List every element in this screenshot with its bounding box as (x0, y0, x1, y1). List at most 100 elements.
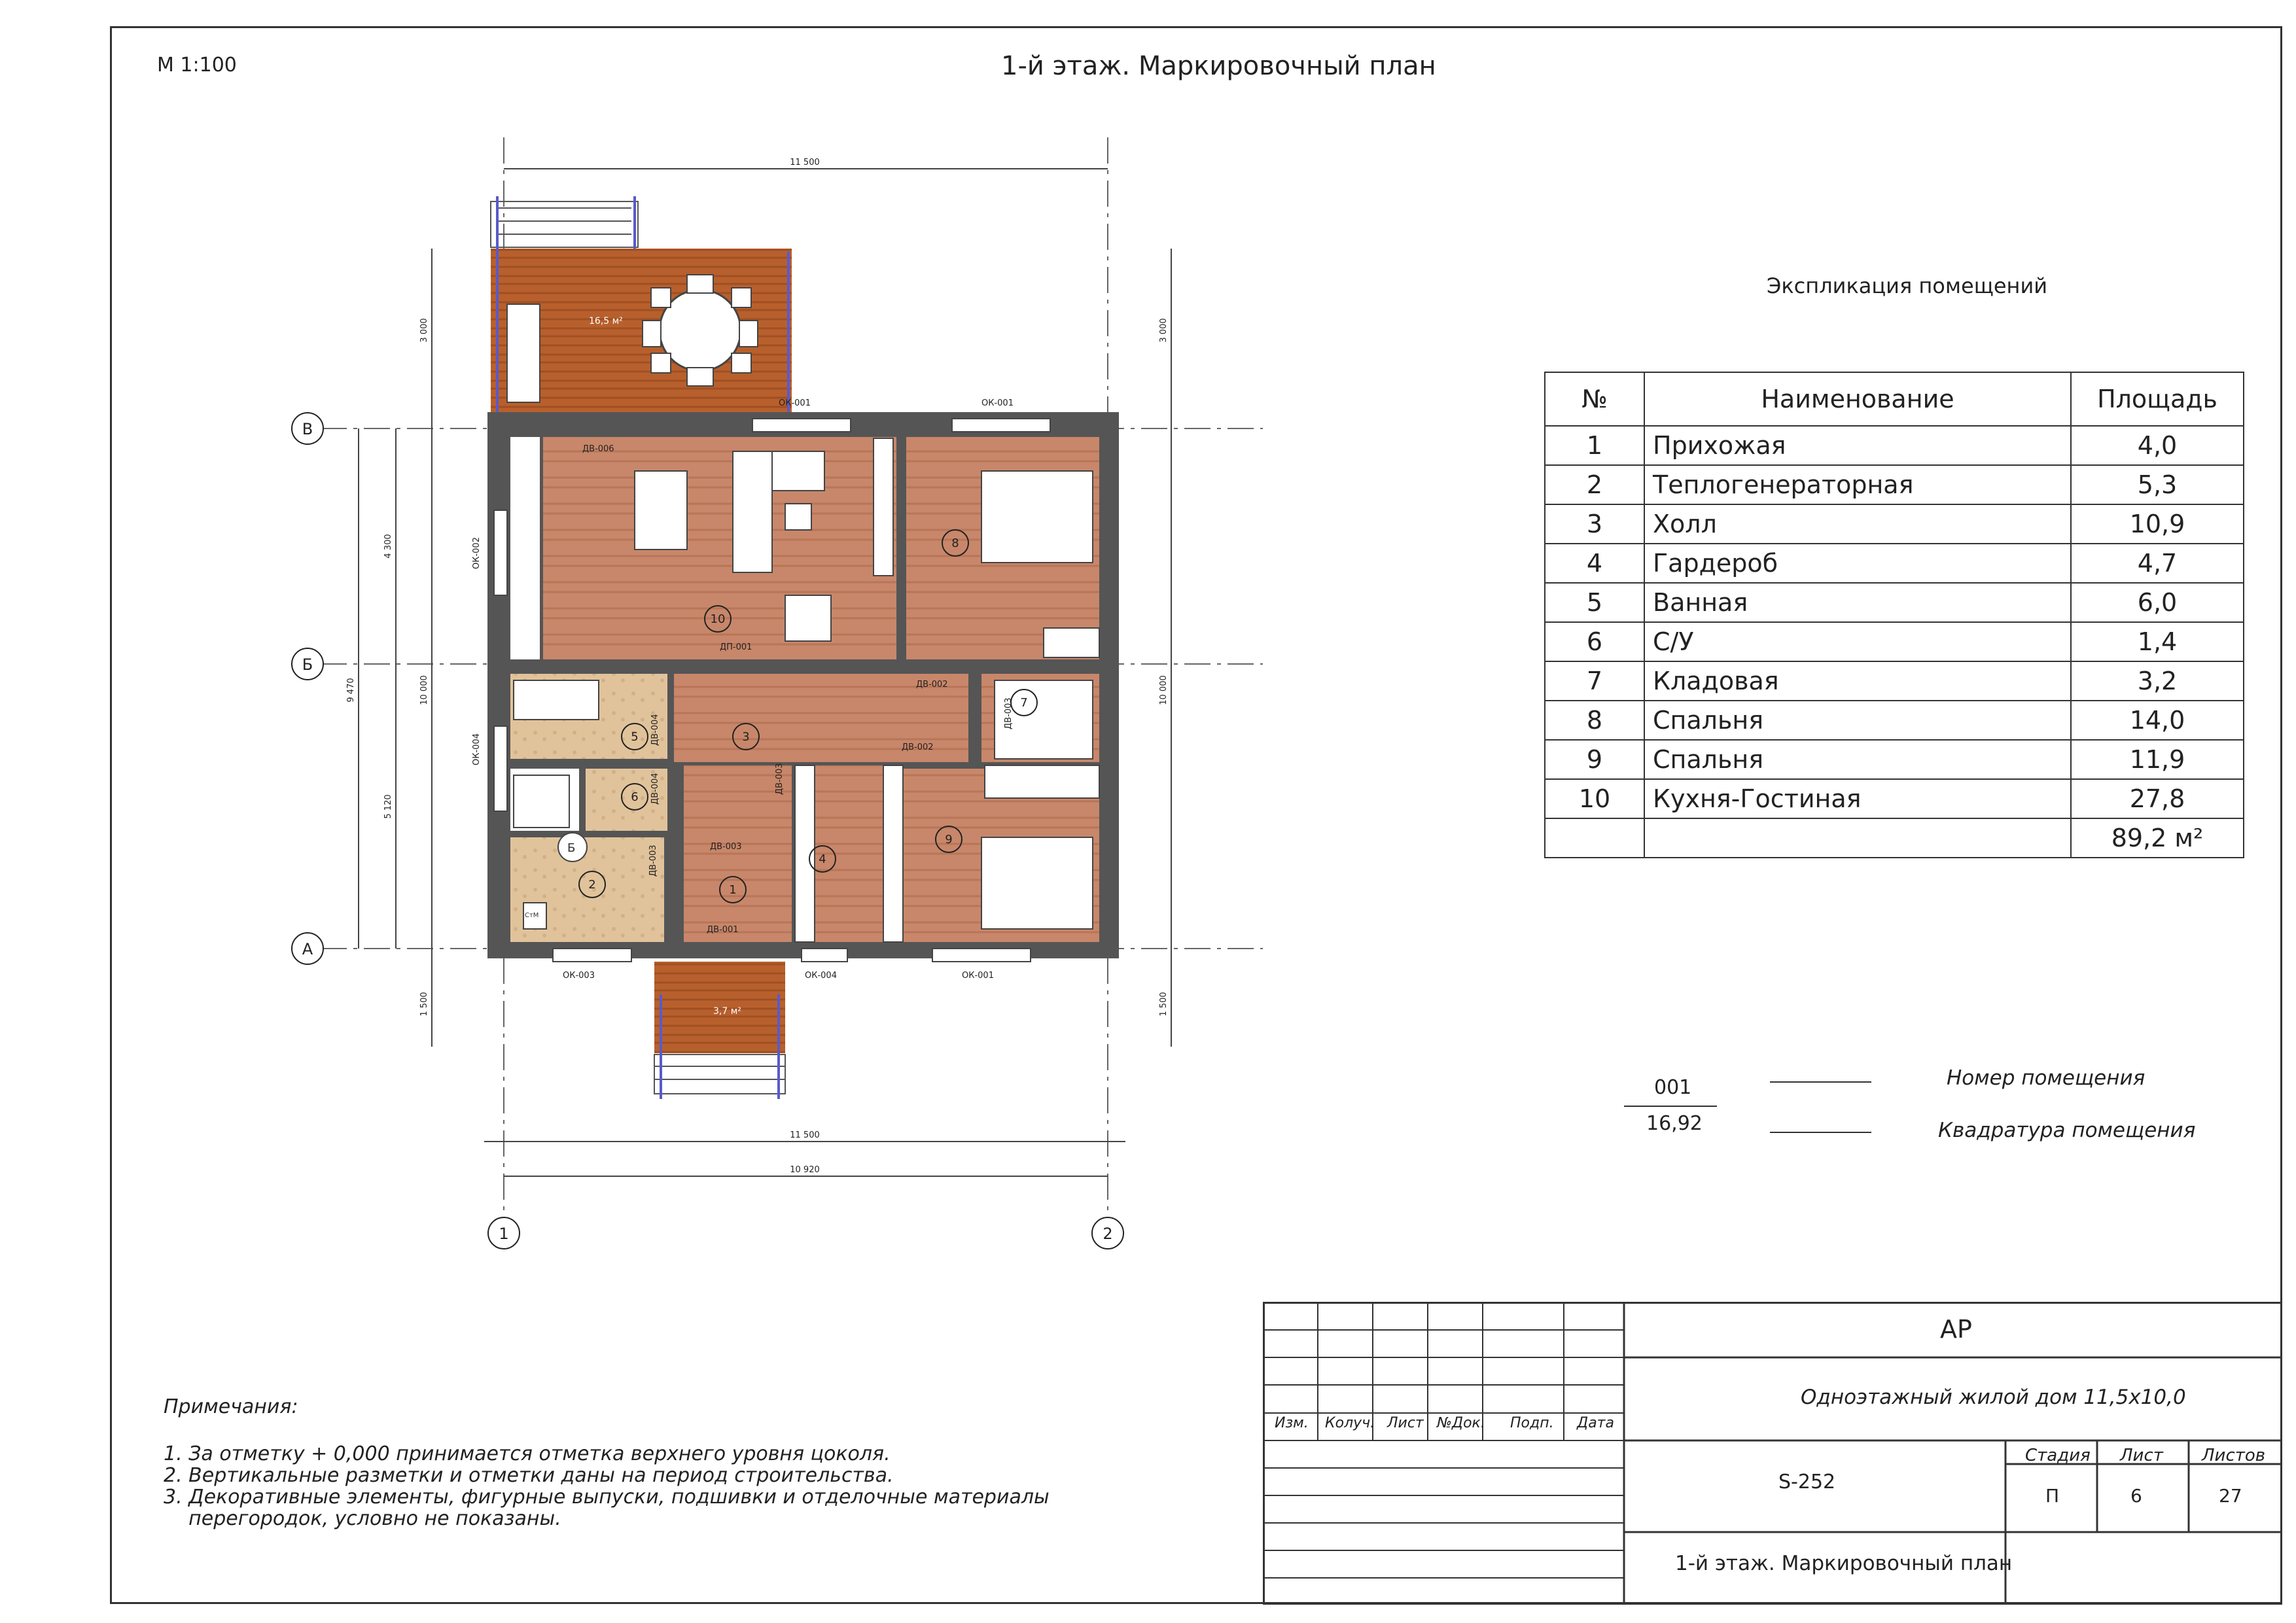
row-name: С/У (1644, 621, 2072, 662)
header-num: № (1544, 372, 1645, 427)
opening-ok004-left: ОК-004 (472, 733, 482, 765)
title-block (1263, 1302, 2282, 1605)
row-name: Спальня (1644, 739, 2072, 780)
row-num: 9 (1544, 739, 1645, 780)
room-number-6: 6 (631, 790, 638, 804)
opening-dv003-d: ДВ-003 (1004, 697, 1014, 729)
dim-right-porch: 1 500 (1159, 992, 1169, 1016)
row-area: 4,7 (2070, 543, 2244, 584)
dim-top-overall: 11 500 (790, 158, 820, 167)
row-name: Кладовая (1644, 661, 2072, 701)
note-item: 3. Декоративные элементы, фигурные выпус… (164, 1486, 1050, 1509)
explication-title: Экспликация помещений (1767, 273, 2048, 298)
axis-b: Б (302, 655, 313, 674)
room-number-3: 3 (742, 730, 749, 744)
scale-label: М 1:100 (157, 54, 237, 77)
dim-right-total: 10 000 (1159, 675, 1169, 705)
stamp-col-koluch: Колуч. (1325, 1415, 1375, 1431)
row-name: Спальня (1644, 700, 2072, 741)
row-name: Теплогенераторная (1644, 464, 2072, 505)
porch-area: 3,7 м² (713, 1006, 741, 1017)
row-num: 2 (1544, 464, 1645, 505)
room-number-5: 5 (631, 730, 638, 744)
opening-dv001: ДВ-001 (707, 925, 739, 935)
axis-2: 2 (1103, 1225, 1112, 1243)
drawing-frame (110, 26, 2282, 1604)
dim-bottom-overall: 11 500 (790, 1130, 820, 1140)
opening-dv003-c: ДВ-003 (775, 763, 785, 795)
stamp-sheets-label: Листов (2202, 1446, 2266, 1465)
opening-ok003: ОК-003 (563, 971, 595, 981)
stamp-col-sign: Подп. (1510, 1415, 1554, 1431)
stamp-col-izm: Изм. (1275, 1415, 1309, 1431)
opening-dv004-b: ДВ-004 (650, 773, 660, 805)
note-item: 1. За отметку + 0,000 принимается отметк… (164, 1442, 891, 1465)
row-area: 5,3 (2070, 464, 2244, 505)
row-area: 11,9 (2070, 739, 2244, 780)
stamp-sheet-title: 1-й этаж. Маркировочный план (1675, 1552, 2013, 1575)
row-area: 6,0 (2070, 582, 2244, 623)
row-name: Холл (1644, 504, 2072, 544)
room-number-8: 8 (951, 536, 959, 550)
floor-plan: 16,5 м² 3,7 м² (291, 137, 1263, 1249)
terrace-area: 16,5 м² (589, 316, 623, 326)
legend-number-example: 001 (1654, 1076, 1692, 1099)
row-name: Гардероб (1644, 543, 2072, 584)
dim-left-terrace: 3 000 (419, 318, 429, 342)
row-num: 7 (1544, 661, 1645, 701)
opening-dv002-b: ДВ-002 (902, 742, 934, 752)
legend-fraction-line (1624, 1106, 1717, 1107)
opening-ok001-c: ОК-001 (962, 971, 994, 981)
stamp-col-list: Лист (1387, 1415, 1424, 1431)
room-number-9: 9 (945, 833, 952, 846)
legend-leader-line (1770, 1081, 1871, 1083)
boiler-mark: Б (567, 841, 575, 855)
stamp-sheet-label: Лист (2120, 1446, 2163, 1465)
row-area: 27,8 (2070, 778, 2244, 819)
row-area: 3,2 (2070, 661, 2244, 701)
row-num: 6 (1544, 621, 1645, 662)
row-num: 4 (1544, 543, 1645, 584)
opening-ok004-bottom: ОК-004 (805, 971, 837, 981)
room-number-2: 2 (588, 878, 595, 892)
dim-left-total-inner: 9 470 (346, 678, 356, 702)
axis-v: В (302, 420, 313, 438)
row-num: 3 (1544, 504, 1645, 544)
total-row: 89,2 м² (1544, 818, 2244, 858)
axis-1: 1 (499, 1225, 508, 1243)
row-area: 4,0 (2070, 425, 2244, 466)
header-name: Наименование (1644, 372, 2072, 427)
stamp-stage-label: Стадия (2025, 1446, 2091, 1465)
stamp-project: Одноэтажный жилой дом 11,5х10,0 (1801, 1386, 2186, 1409)
dim-left-total: 10 000 (419, 675, 429, 705)
room-number-1: 1 (729, 883, 736, 897)
room-number-7: 7 (1020, 696, 1027, 710)
axis-a: А (302, 940, 313, 958)
stamp-code: АР (1940, 1315, 1972, 1344)
header-area: Площадь (2070, 372, 2244, 427)
row-num: 8 (1544, 700, 1645, 741)
row-name: Кухня-Гостиная (1644, 778, 2072, 819)
legend-leader-line (1770, 1132, 1871, 1133)
opening-dv003-b: ДВ-003 (648, 845, 658, 877)
total-area: 89,2 м² (2070, 818, 2244, 858)
row-name: Прихожая (1644, 425, 2072, 466)
stamp-stage: П (2045, 1485, 2060, 1507)
legend-area-example: 16,92 (1646, 1112, 1703, 1135)
legend-area-label: Квадратура помещения (1938, 1119, 2196, 1142)
dim-right-terrace: 3 000 (1159, 318, 1169, 342)
row-area: 10,9 (2070, 504, 2244, 544)
room-number-10: 10 (711, 612, 726, 626)
opening-dp001: ДП-001 (720, 642, 752, 652)
dim-left-upper: 4 300 (383, 534, 393, 558)
